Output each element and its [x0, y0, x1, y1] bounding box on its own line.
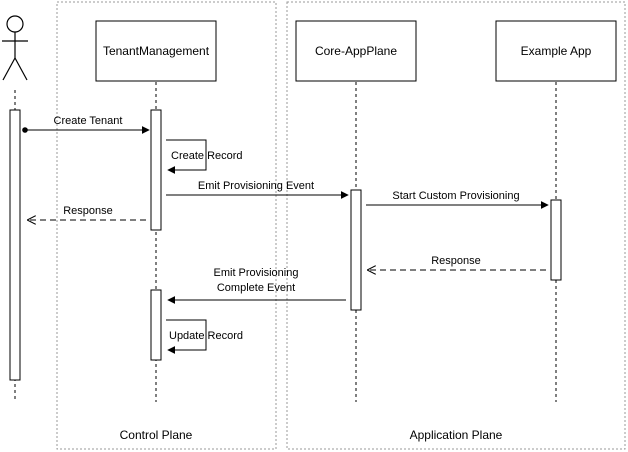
participant-core-appplane-label: Core-AppPlane: [315, 44, 397, 58]
participant-example-app: [495, 20, 617, 82]
application-plane-label: Application Plane: [410, 428, 503, 442]
example-app-activation: [550, 199, 562, 281]
message-response-1-label: Response: [63, 205, 113, 217]
participant-example-app-label: Example App: [521, 44, 592, 58]
application-plane-boundary: [286, 1, 626, 450]
message-start-custom-provisioning-label: Start Custom Provisioning: [392, 190, 519, 202]
control-plane-boundary: [56, 1, 277, 450]
control-plane-label: Control Plane: [120, 428, 193, 442]
tenantmanagement-activation-2: [150, 289, 162, 361]
tenantmanagement-activation-1: [150, 109, 162, 231]
participant-tenantmanagement: [95, 20, 217, 82]
message-emit-provisioning-complete-label-line2: Complete Event: [217, 282, 295, 294]
message-response-2-label: Response: [431, 255, 481, 267]
actor-activation: [9, 109, 21, 381]
message-emit-provisioning-event-label: Emit Provisioning Event: [198, 180, 314, 192]
participant-core-appplane: [295, 20, 417, 82]
core-appplane-activation: [350, 189, 362, 311]
actor-icon: [2, 15, 28, 81]
message-create-record-label: Create Record: [171, 150, 243, 162]
message-update-record-label: Update Record: [169, 330, 243, 342]
message-emit-provisioning-complete-label-line1: Emit Provisioning: [214, 267, 299, 279]
message-create-tenant-label: Create Tenant: [54, 115, 123, 127]
message-update-record-arrow: [166, 319, 207, 354]
participant-tenantmanagement-label: TenantManagement: [103, 44, 210, 58]
message-create-record-arrow: [166, 139, 207, 174]
